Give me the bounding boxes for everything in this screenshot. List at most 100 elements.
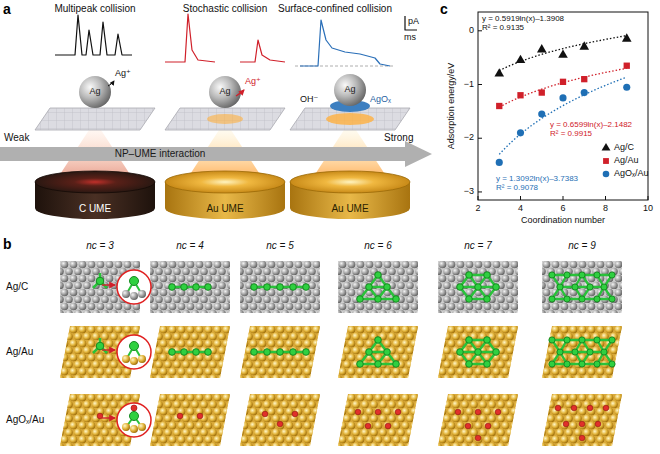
species-label: Ag	[344, 84, 355, 94]
tick-mark	[478, 84, 482, 85]
tick-mark	[520, 196, 521, 200]
fit-equation: y = 0.5919ln(x)–1.3908	[482, 14, 564, 23]
tick-mark	[478, 138, 482, 139]
slab-models	[338, 326, 418, 378]
electrode-node: Au UME	[288, 170, 412, 222]
data-point	[623, 84, 630, 91]
stochastic-trace	[240, 40, 285, 62]
tick-mark	[478, 191, 482, 192]
slab-models	[169, 349, 212, 356]
zoom-arrow	[102, 349, 115, 350]
scale-label: ms	[404, 32, 416, 42]
slab-models	[438, 261, 518, 313]
stochastic-trace	[165, 14, 215, 62]
species-label: AgOₓ	[370, 94, 391, 104]
electrode-face	[165, 171, 285, 193]
legend-marker	[603, 171, 610, 178]
slab-models	[177, 413, 203, 419]
gold-atom	[138, 355, 146, 363]
slab-models	[97, 413, 103, 419]
column-header: nc = 3	[86, 240, 114, 252]
electrode-shape	[33, 170, 157, 222]
column-header: nc = 4	[176, 240, 204, 252]
zoom-circle	[117, 403, 151, 437]
data-point	[560, 79, 566, 85]
silver-atom	[130, 342, 139, 351]
species-label: Ag	[89, 86, 100, 96]
axis-arrow-label: NP–UME interaction	[115, 148, 206, 160]
slab-models	[150, 326, 230, 378]
legend-marker	[603, 171, 610, 178]
legend-label: Ag/C	[614, 142, 634, 152]
zoom-arrow	[102, 417, 115, 418]
carbon-atom	[138, 290, 146, 298]
data-point	[622, 33, 632, 41]
zoom-insets	[102, 270, 151, 437]
panel-letter: c	[440, 1, 448, 17]
slab-models	[457, 337, 500, 368]
surface-plane	[165, 108, 285, 130]
column-header: nc = 6	[364, 240, 392, 252]
oxygen-atom	[131, 405, 137, 411]
tick-mark	[478, 30, 482, 31]
axis-arrow-label: Strong	[384, 132, 413, 144]
slab-models	[240, 394, 320, 446]
slab-models	[455, 409, 501, 441]
tick-label: −2	[464, 132, 474, 142]
silver-particle	[209, 76, 241, 108]
electrode-label-row: C UME	[33, 198, 157, 216]
data-point	[539, 89, 545, 95]
tick-label: 10	[643, 203, 653, 213]
slab-models	[150, 261, 230, 313]
slab-models	[542, 326, 622, 378]
silver-atom	[130, 277, 139, 286]
fit-equation: R² = 0.9915	[550, 129, 592, 138]
tick-label: −1	[464, 79, 474, 89]
plasmon-glow	[207, 114, 243, 124]
plot-frame	[478, 12, 648, 200]
silver-atom	[130, 412, 139, 421]
current-traces	[55, 14, 417, 66]
fit-curve	[499, 77, 627, 154]
data-point	[517, 129, 524, 136]
interaction-arrow	[0, 141, 432, 167]
scale-label: pA	[408, 16, 419, 26]
gold-atom	[130, 425, 138, 433]
axis-title: Coordination number	[521, 215, 605, 225]
plane-grid	[165, 108, 285, 130]
species-label: Ag	[219, 86, 230, 96]
slab-models	[150, 394, 230, 446]
zoom-bond	[127, 409, 141, 426]
fit-equation: y = 0.6599ln(x)–2.1482	[550, 120, 632, 129]
slab-models	[555, 405, 609, 441]
tick-mark	[563, 196, 564, 200]
data-point	[558, 49, 568, 57]
panel-title: Multipeak collision	[54, 3, 135, 15]
legend-label: AgOₓ/Au	[614, 168, 648, 178]
fit-curve	[499, 68, 627, 107]
data-point	[517, 92, 523, 98]
electrode-shape	[288, 170, 412, 222]
tick-mark	[605, 196, 606, 200]
panel-title: Surface-confined collision	[278, 3, 392, 15]
electrode-face	[290, 171, 410, 193]
electrode-label-row: Au UME	[288, 198, 412, 216]
data-point	[581, 76, 587, 82]
electrode-label-row: Au UME	[163, 198, 287, 216]
gold-atom	[122, 423, 130, 431]
slab-models	[357, 272, 400, 303]
fit-equation: y = 1.3092ln(x)–3.7383	[496, 174, 578, 183]
gold-atom	[138, 423, 146, 431]
slab-models	[542, 394, 622, 446]
panel-title: Stochastic collision	[183, 3, 267, 15]
tick-label: 6	[560, 203, 565, 213]
data-point	[559, 94, 566, 101]
slab-models	[60, 261, 622, 446]
zoom-circle	[117, 270, 151, 304]
legend-marker	[602, 143, 611, 151]
silver-particle	[334, 74, 366, 106]
legend-marker	[603, 158, 609, 164]
legend-label: Ag/Au	[614, 155, 639, 165]
